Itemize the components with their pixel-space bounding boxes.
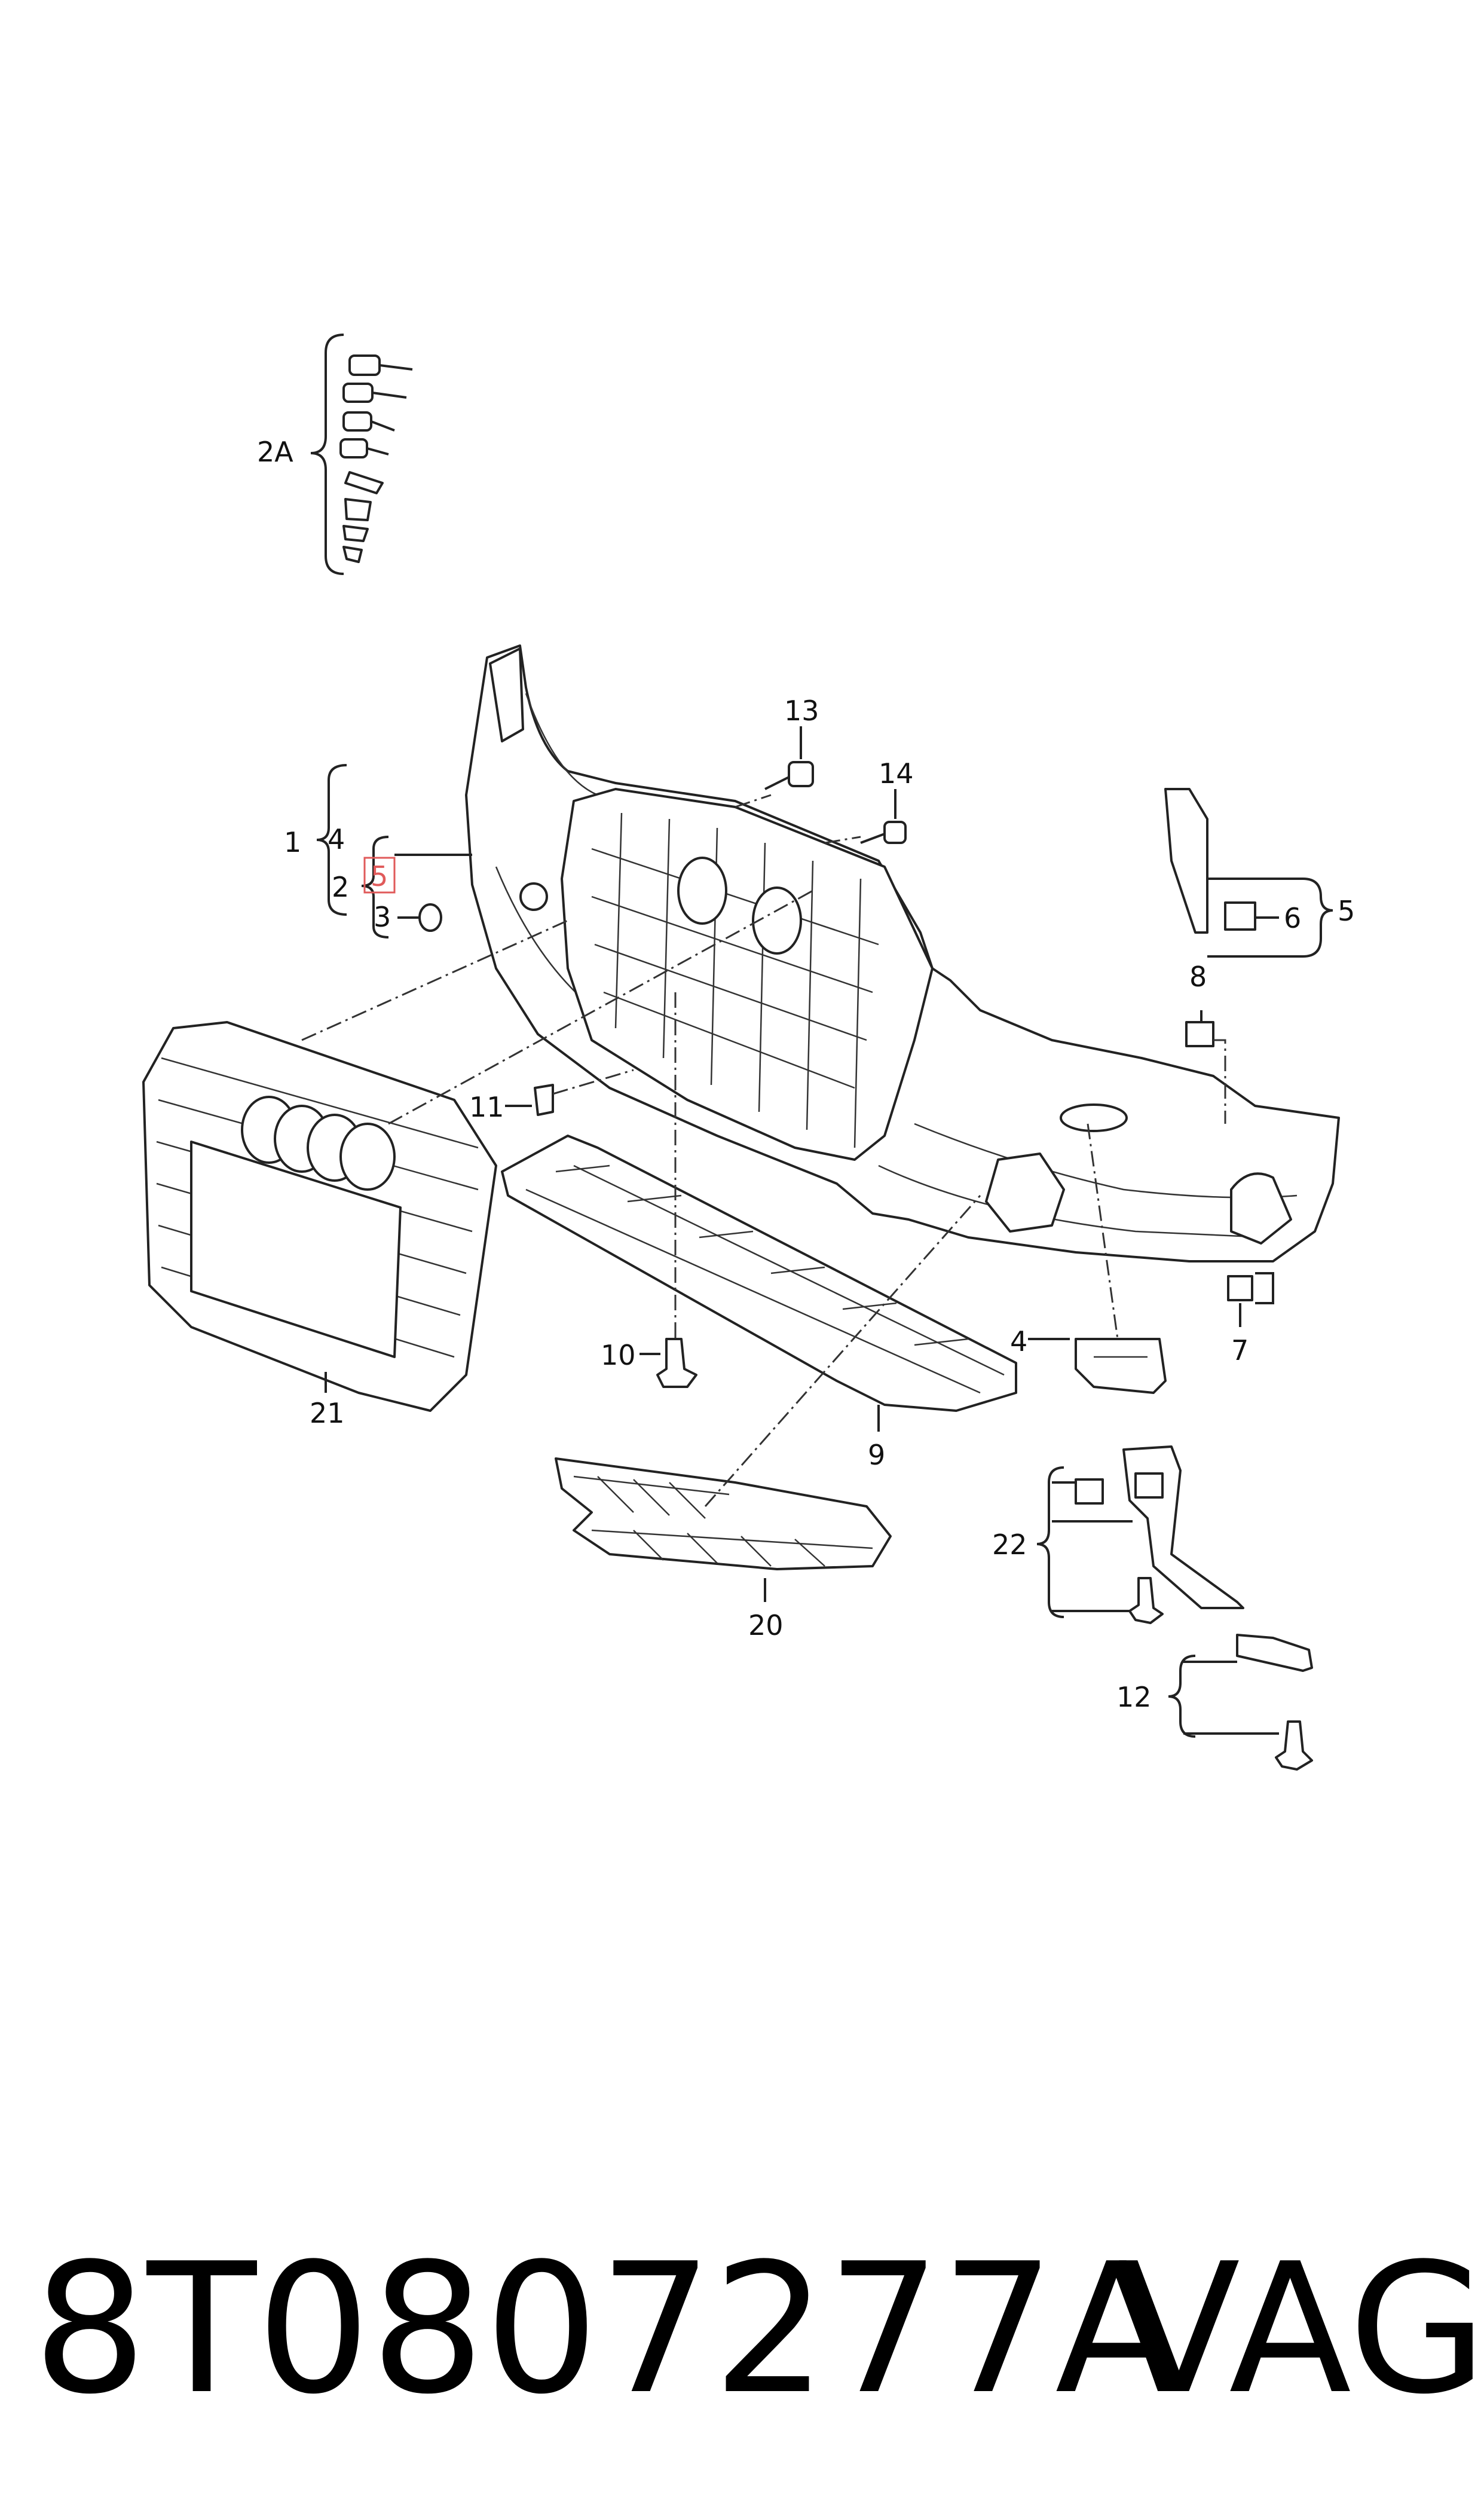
- brand-name: VAG: [1118, 2225, 1484, 2434]
- clip-part-10: 10: [601, 1338, 697, 1388]
- clip-icon: [344, 498, 372, 521]
- cap-icon: [418, 903, 442, 932]
- hardware-kit-2a: 2A: [257, 334, 413, 575]
- screw-icon: [1275, 1720, 1313, 1771]
- callout-2: 2: [332, 871, 349, 903]
- screw-icon: [788, 761, 814, 787]
- emblem-mount: [752, 886, 802, 955]
- screw-icon: [348, 354, 413, 376]
- callout-2a: 2A: [257, 436, 293, 468]
- license-plate-panel: [190, 1141, 402, 1358]
- callout-22: 22: [992, 1528, 1027, 1561]
- clip-icon: [1227, 1275, 1253, 1301]
- bumper-grille-opening: [561, 788, 934, 1161]
- callout-6: 6: [1284, 902, 1301, 934]
- callout-5a: 5: [371, 860, 388, 892]
- screw-icon: [883, 821, 907, 844]
- screw-icon: [342, 383, 407, 403]
- callout-11: 11: [469, 1091, 504, 1123]
- washer-cap-part: 4: [1010, 1325, 1167, 1394]
- fog-lamp-grille: 20: [555, 1457, 892, 1641]
- clip-icon: [1185, 1021, 1214, 1047]
- bumper-cover: [465, 644, 1340, 1262]
- fog-lamp-opening: [985, 1152, 1065, 1233]
- left-callout-group: 1 4 2 5 3: [284, 764, 472, 938]
- callout-1: 1: [284, 826, 301, 858]
- callout-9: 9: [868, 1439, 885, 1471]
- small-bracket-11: 11: [469, 1084, 554, 1123]
- side-marker-opening: [1230, 1172, 1292, 1245]
- mounting-bracket-22: 22: [992, 1445, 1244, 1624]
- callout-7: 7: [1231, 1334, 1249, 1367]
- clip-icon: [342, 525, 369, 542]
- callout-4a: 4: [328, 823, 345, 855]
- tow-eye-hole: [519, 882, 548, 911]
- washer-cover: [1060, 1103, 1128, 1132]
- nut-icon: [1075, 1478, 1104, 1505]
- part-number: 8T0807277A: [33, 2225, 1178, 2434]
- callout-8: 8: [1189, 961, 1207, 993]
- callout-5b: 5: [1338, 895, 1355, 927]
- screw-icon: [1128, 1577, 1164, 1624]
- footer: 8T0807277A VAG: [33, 2225, 1484, 2434]
- bracket-part-12: 12: [1116, 1634, 1313, 1771]
- emblem-mount: [677, 857, 727, 925]
- clip-icon: [656, 1338, 697, 1388]
- clip-part-7: 7: [1227, 1272, 1274, 1367]
- highlight-box: [363, 857, 396, 894]
- callout-12: 12: [1116, 1681, 1152, 1713]
- callout-21: 21: [310, 1397, 345, 1429]
- clip-part-8: 8: [1185, 961, 1226, 1124]
- assembly-lines: [301, 794, 1119, 1507]
- lower-grille-spoiler: 9: [501, 1135, 1017, 1471]
- clip-icon: [342, 546, 363, 563]
- radiator-grille: 21: [142, 1021, 497, 1429]
- callout-3: 3: [374, 901, 391, 933]
- callout-10: 10: [601, 1339, 636, 1371]
- callout-13: 13: [784, 695, 819, 727]
- nut-icon: [1134, 1472, 1164, 1499]
- side-bracket: 6 5: [1164, 788, 1355, 958]
- screw-icon: [342, 411, 395, 432]
- clip-icon: [344, 471, 384, 494]
- callout-4b: 4: [1010, 1325, 1027, 1358]
- callout-14: 14: [879, 757, 914, 790]
- screw-icon: [339, 438, 389, 458]
- callout-20: 20: [748, 1609, 784, 1641]
- rings-emblem-icon: [241, 1096, 396, 1191]
- screw-part-14: 14: [860, 757, 914, 844]
- screw-part-13: 13: [764, 695, 819, 790]
- nut-icon: [1224, 901, 1256, 931]
